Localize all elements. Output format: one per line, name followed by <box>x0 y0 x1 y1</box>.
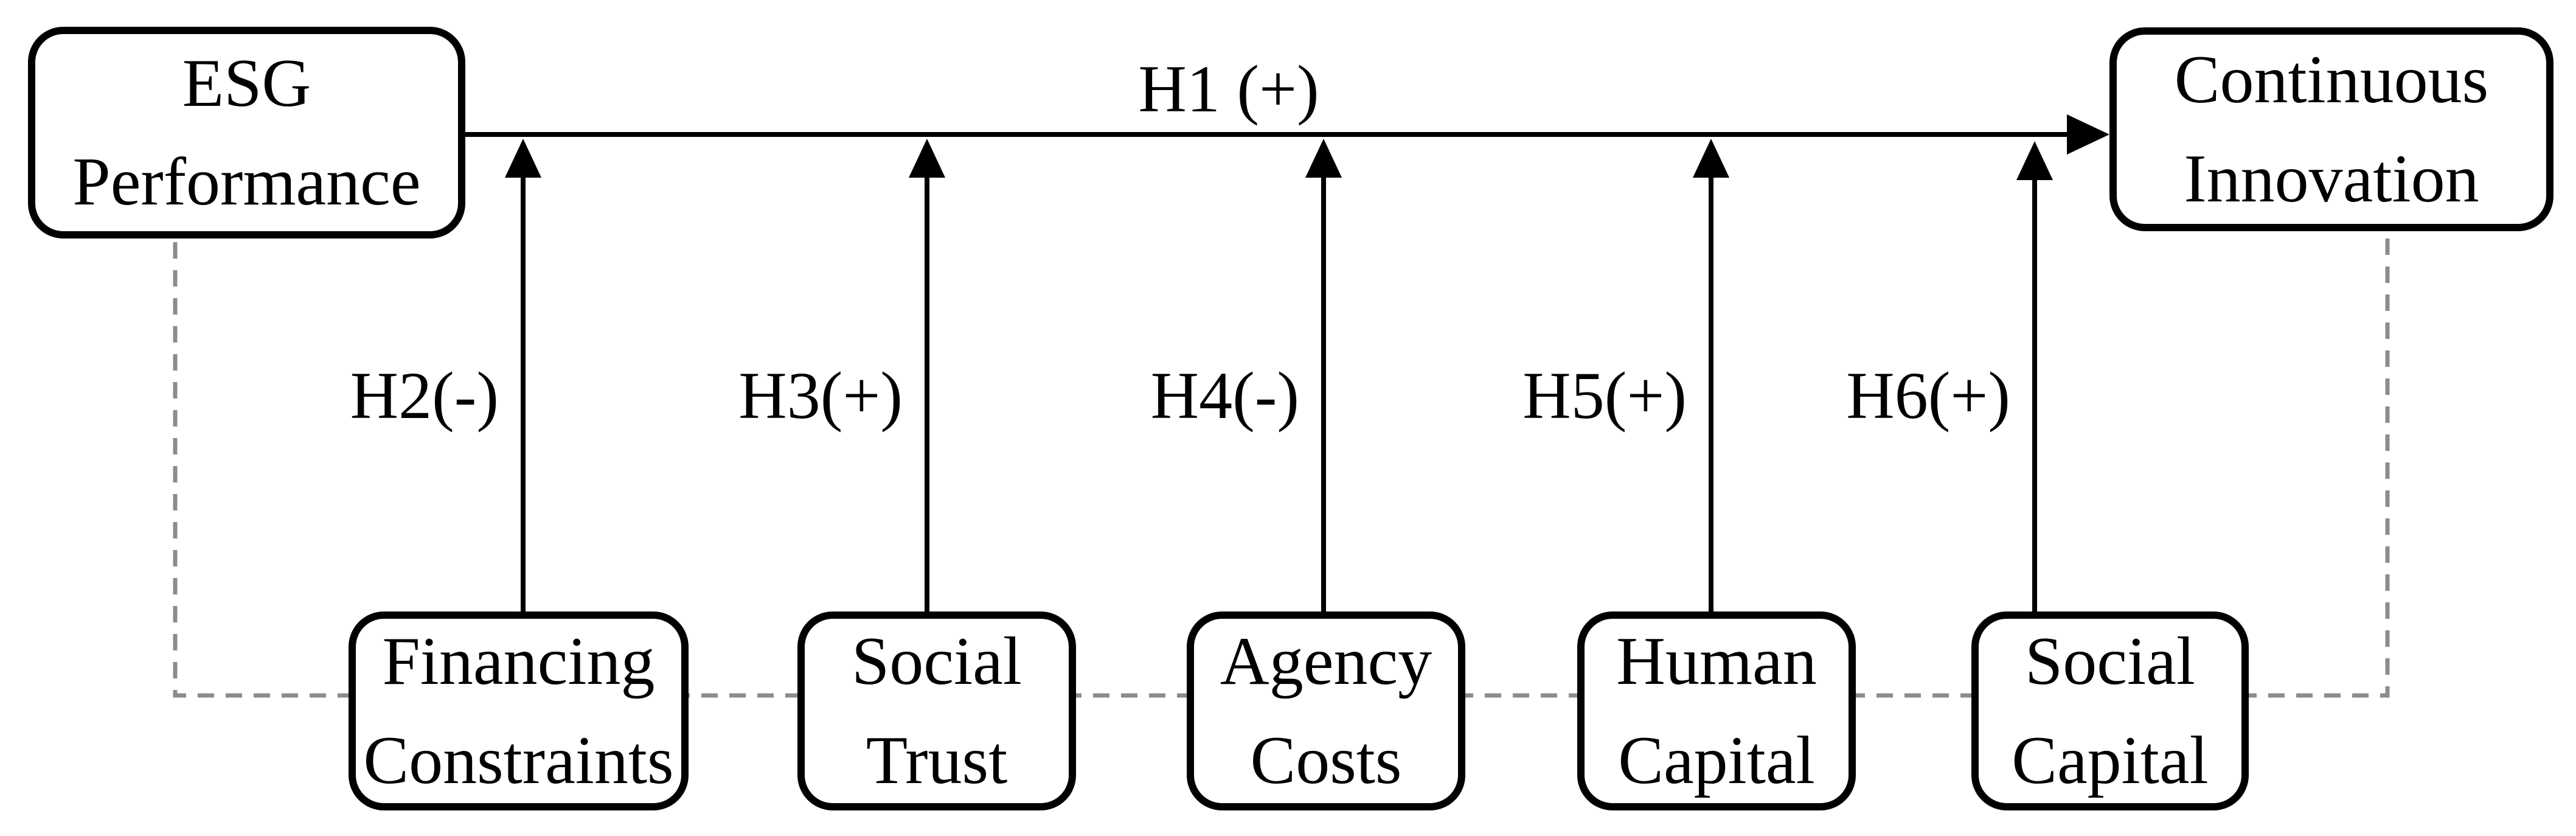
node-financing-constraints-line2: Constraints <box>363 722 674 798</box>
node-financing-constraints-line1: Financing <box>382 624 655 700</box>
node-social-capital-line2: Capital <box>2012 722 2209 798</box>
h1-arrowhead-icon <box>2067 114 2109 155</box>
node-social-trust: Social Trust <box>797 611 1076 810</box>
node-continuous-innovation-line1: Continuous <box>2174 42 2489 118</box>
node-human-capital-line2: Capital <box>1618 722 1815 798</box>
h6-arrow <box>2016 141 2053 612</box>
node-human-capital-line1: Human <box>1616 624 1817 700</box>
h5-arrow <box>1693 139 1729 612</box>
node-esg-performance-line1: ESG <box>182 45 311 121</box>
h5-path-label: H5(+) <box>1522 358 1687 433</box>
h3-path-label: H3(+) <box>738 358 903 433</box>
node-esg-performance: ESG Performance <box>28 27 465 239</box>
node-esg-performance-line2: Performance <box>72 144 421 220</box>
node-social-trust-line2: Trust <box>866 722 1008 798</box>
h2-arrowhead-icon <box>505 139 541 178</box>
node-social-capital-line1: Social <box>2025 624 2195 700</box>
node-continuous-innovation-line2: Innovation <box>2184 141 2479 217</box>
node-agency-costs: Agency Costs <box>1187 611 1465 810</box>
h1-arrow <box>465 114 2109 155</box>
node-financing-constraints: Financing Constraints <box>349 611 689 810</box>
h5-arrowhead-icon <box>1693 139 1729 178</box>
node-social-trust-line1: Social <box>852 624 1022 700</box>
h3-arrow <box>909 139 945 612</box>
node-agency-costs-line2: Costs <box>1250 722 1402 798</box>
h4-arrow <box>1305 139 1342 612</box>
h4-arrowhead-icon <box>1305 139 1342 178</box>
h6-arrowhead-icon <box>2016 141 2053 180</box>
h2-arrow <box>505 139 541 612</box>
h6-path-label: H6(+) <box>1846 358 2010 433</box>
node-human-capital: Human Capital <box>1577 611 1856 810</box>
h4-path-label: H4(-) <box>1150 358 1299 433</box>
h1-path-label: H1 (+) <box>1138 52 1319 126</box>
node-social-capital: Social Capital <box>1971 611 2249 810</box>
node-agency-costs-line1: Agency <box>1220 624 1432 700</box>
dashed-correlation-path <box>173 234 2390 698</box>
node-continuous-innovation: Continuous Innovation <box>2109 27 2553 231</box>
h3-arrowhead-icon <box>909 139 945 178</box>
h2-path-label: H2(-) <box>350 358 499 433</box>
